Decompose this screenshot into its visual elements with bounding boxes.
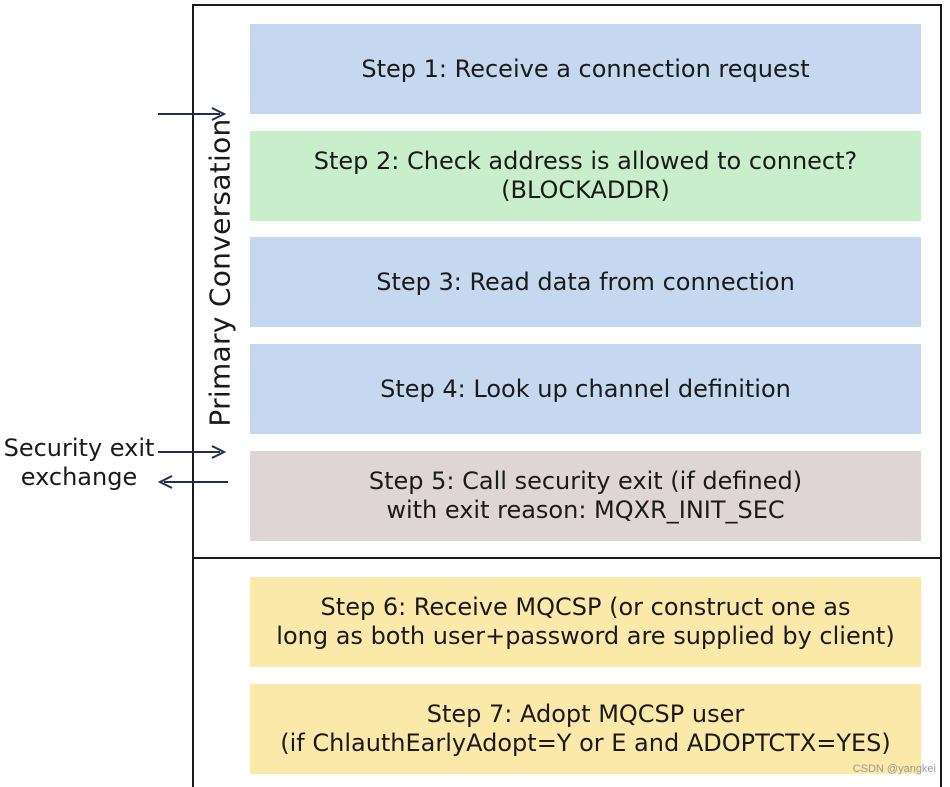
step-6-line-2: long as both user+password are supplied … <box>276 622 895 650</box>
primary-conversation-label-box: Primary Conversation <box>198 112 242 432</box>
security-exit-out-arrow-icon <box>157 475 228 489</box>
post-conversation-frame <box>192 557 942 787</box>
step-6-line-1: Step 6: Receive MQCSP (or construct one … <box>320 593 851 621</box>
step-7-line-2: (if ChlauthEarlyAdopt=Y or E and ADOPTCT… <box>280 729 891 757</box>
step-1-box: Step 1: Receive a connection request <box>250 24 921 114</box>
watermark: CSDN @yangkei <box>852 763 936 775</box>
step-1-line-1: Step 1: Receive a connection request <box>361 54 810 83</box>
step-7-box: Step 7: Adopt MQCSP user (if ChlauthEarl… <box>250 684 921 774</box>
step-5-line-2: with exit reason: MQXR_INIT_SEC <box>386 496 785 524</box>
step-3-line-1: Step 3: Read data from connection <box>376 267 795 296</box>
step-2-box: Step 2: Check address is allowed to conn… <box>250 131 921 221</box>
step-5-line-1: Step 5: Call security exit (if defined) <box>368 467 803 495</box>
step-4-box: Step 4: Look up channel definition <box>250 344 921 434</box>
primary-conversation-label: Primary Conversation <box>203 117 237 427</box>
security-exit-exchange-label: Security exit exchange <box>0 434 158 492</box>
step-2-line-2: (BLOCKADDR) <box>501 176 670 204</box>
step-6-box: Step 6: Receive MQCSP (or construct one … <box>250 577 921 667</box>
step-3-box: Step 3: Read data from connection <box>250 237 921 327</box>
security-exit-in-arrow-icon <box>158 445 227 459</box>
step-7-line-1: Step 7: Adopt MQCSP user <box>426 700 745 728</box>
side-label-line-2: exchange <box>20 463 138 491</box>
side-label-line-1: Security exit <box>3 434 155 462</box>
step-4-line-1: Step 4: Look up channel definition <box>380 374 791 403</box>
step-5-box: Step 5: Call security exit (if defined) … <box>250 451 921 541</box>
step-2-line-1: Step 2: Check address is allowed to conn… <box>313 147 858 175</box>
incoming-connection-arrow-icon <box>158 107 227 121</box>
